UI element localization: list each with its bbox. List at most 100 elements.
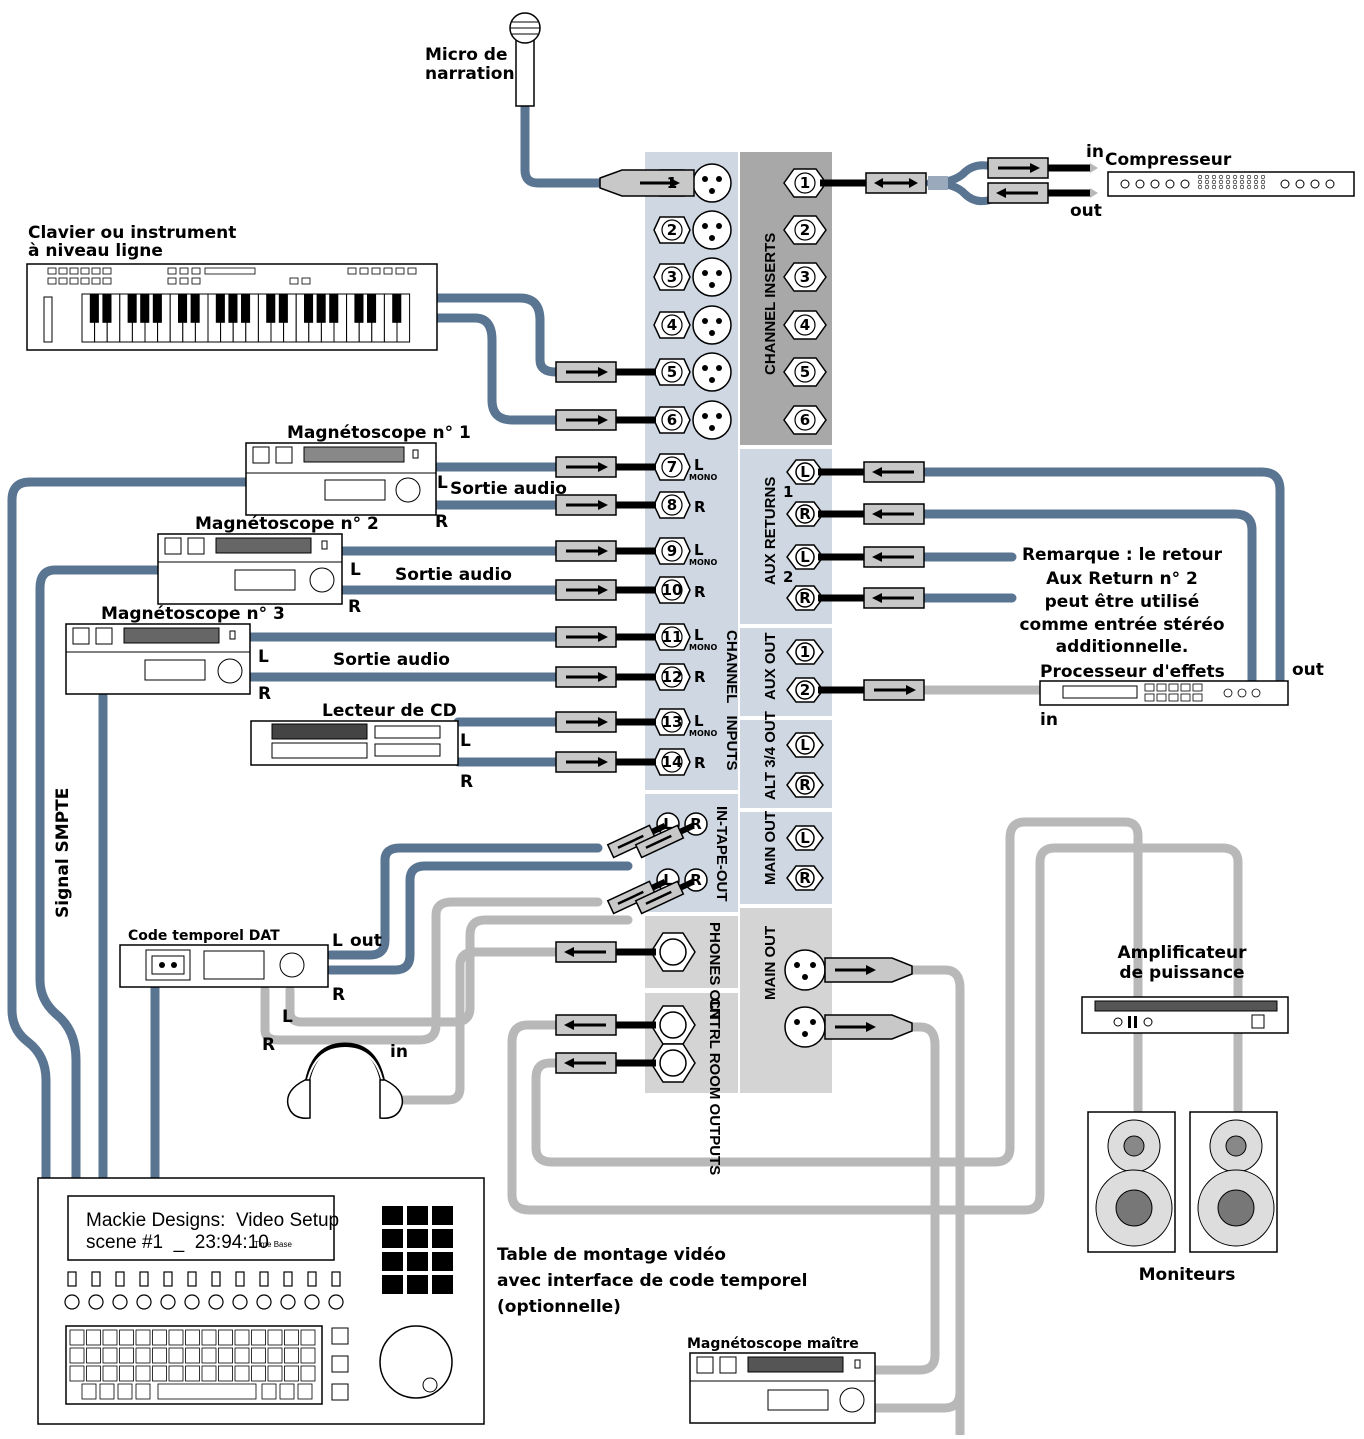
input-9-l-tag: L [694,541,704,559]
keyboard-unit [26,263,438,351]
input-jack-label-7: 7 [667,458,677,476]
main-out-l-jack [786,825,824,851]
channel-inserts-panel [740,152,832,445]
insert-jack-2 [783,215,827,245]
channel-insert-jacks [783,168,827,435]
input-jack-8 [653,491,691,519]
dat-in-cable-l [260,897,603,1045]
note-line-4: comme entrée stéréo [1019,615,1224,635]
keyboard-label-2: à niveau ligne [28,241,163,261]
cd-player-unit [250,720,459,766]
input-jack-2 [653,210,732,250]
input-plug-14 [555,751,617,773]
vcr1-r-label: R [435,512,448,532]
aux-out-2-jack [786,677,824,703]
input-jack-label-9: 9 [667,542,677,560]
narration-mic [509,12,541,107]
aux-return-1-l-cable [920,467,1285,685]
main-out-label: MAIN OUT [762,811,779,885]
aux-out-1-jack [786,639,824,665]
cd-r-label: R [460,772,473,792]
alt-out-panel [740,720,832,808]
alt-out-l-label: L [800,736,810,754]
editor-caption-1: Table de montage vidéo [497,1245,726,1265]
master-vcr-label: Magnétoscope maître [687,1336,859,1352]
mic-xlr-plug [599,169,695,197]
input-plug-6 [555,409,617,431]
insert-plug [865,172,927,194]
aux-jacks [786,459,824,891]
vcr2-r-label: R [348,597,361,617]
amplifier-label: Amplificateur de puissance [1118,943,1248,983]
alt-out-r-label: R [799,776,811,794]
tape-out-plug-r [634,879,695,915]
aux-return-2-l-label: L [800,548,810,566]
input-jack-4 [653,305,732,345]
compressor-in-label: in [1086,142,1104,162]
input-jack-3 [653,257,732,297]
panel-labels: CHANNEL INPUTS CHANNEL INSERTS AUX RETUR… [706,233,793,1175]
input-11-l-tag: L [694,626,704,644]
input-jack-10 [653,576,691,604]
compressor-unit [1107,171,1355,197]
compressor-send-plug [987,157,1049,179]
vcr1-label: Magnétoscope n° 1 [287,423,471,443]
cd-l-label: L [460,731,471,751]
dat-out-label: out [350,931,382,951]
dat-out-cable-l [325,843,603,960]
aux-return-2-r-label: R [799,589,811,607]
phones-plug [555,941,617,963]
dat-in-cable-r [285,915,633,1027]
video-editor [37,1177,485,1425]
input-lr-tags: L MONO R L MONO R L MONO R L MONO R [689,456,717,772]
ctrl-room-r-plug [555,1052,617,1074]
insert-jack-label-1: 1 [800,174,810,192]
channel-inserts-label: CHANNEL INSERTS [762,233,779,375]
amplifier-label-2: de puissance [1119,963,1244,983]
insert-jack-1 [783,168,827,198]
editor-screen [67,1195,335,1261]
smpte-cable-vcr2 [35,565,163,1183]
alt-out-l-jack [786,732,824,758]
input-plug-10 [555,579,617,601]
tape-out-l-label: L [663,871,673,889]
tape-in-l-label: L [663,815,673,833]
cables [7,95,1285,1439]
vcr3-out-label: Sortie audio [333,650,450,670]
input-jack-label-12: 12 [662,668,683,686]
keyboard-label-1: Clavier ou instrument [28,223,236,243]
input-jack-label-1: 1 [667,174,677,192]
input-jack-7 [653,453,691,481]
main-out-r-label: R [799,869,811,887]
compressor-label: Compresseur [1105,150,1232,170]
dat-out-l-label: L [332,931,343,951]
input-plug-12 [555,666,617,688]
aux-jack-labels: L R L R 1 2 L R L R [799,463,811,887]
phones-label: PHONES OUT [706,922,723,1021]
main-out-cable-l2 [871,1022,940,1375]
main-out-xlr-panel [740,908,832,1093]
input-plug-8 [555,494,617,516]
main-out-xlr [784,949,826,1048]
insert-jack-4 [783,310,827,340]
compressor-return-plug [987,182,1049,204]
editor-screen-small: Time Base [254,1240,292,1249]
input-10-r-tag: R [694,583,706,601]
input-7-l-tag: L [694,456,704,474]
aux-out-2-plug [863,679,925,701]
aux-returns-1-tag: 1 [783,483,793,501]
insert-jack-label-2: 2 [800,221,810,239]
main-out-cable-r [871,995,965,1413]
amplifier-unit [1081,996,1289,1034]
tape-label: IN-TAPE-OUT [713,806,730,902]
channel-inputs-label: CHANNEL INPUTS [723,630,740,771]
input-jack-label-13: 13 [662,713,683,731]
aux-return-1-l-label: L [800,463,810,481]
aux-return-note: Remarque : le retour Aux Return n° 2 peu… [1019,545,1224,657]
amplifier-label-1: Amplificateur [1118,943,1248,963]
aux-returns-label: AUX RETURNS [762,477,779,585]
input-plug-11 [555,626,617,648]
vcr3-label: Magnétoscope n° 3 [101,604,285,624]
editor-caption-2: avec interface de code temporel [497,1271,807,1291]
